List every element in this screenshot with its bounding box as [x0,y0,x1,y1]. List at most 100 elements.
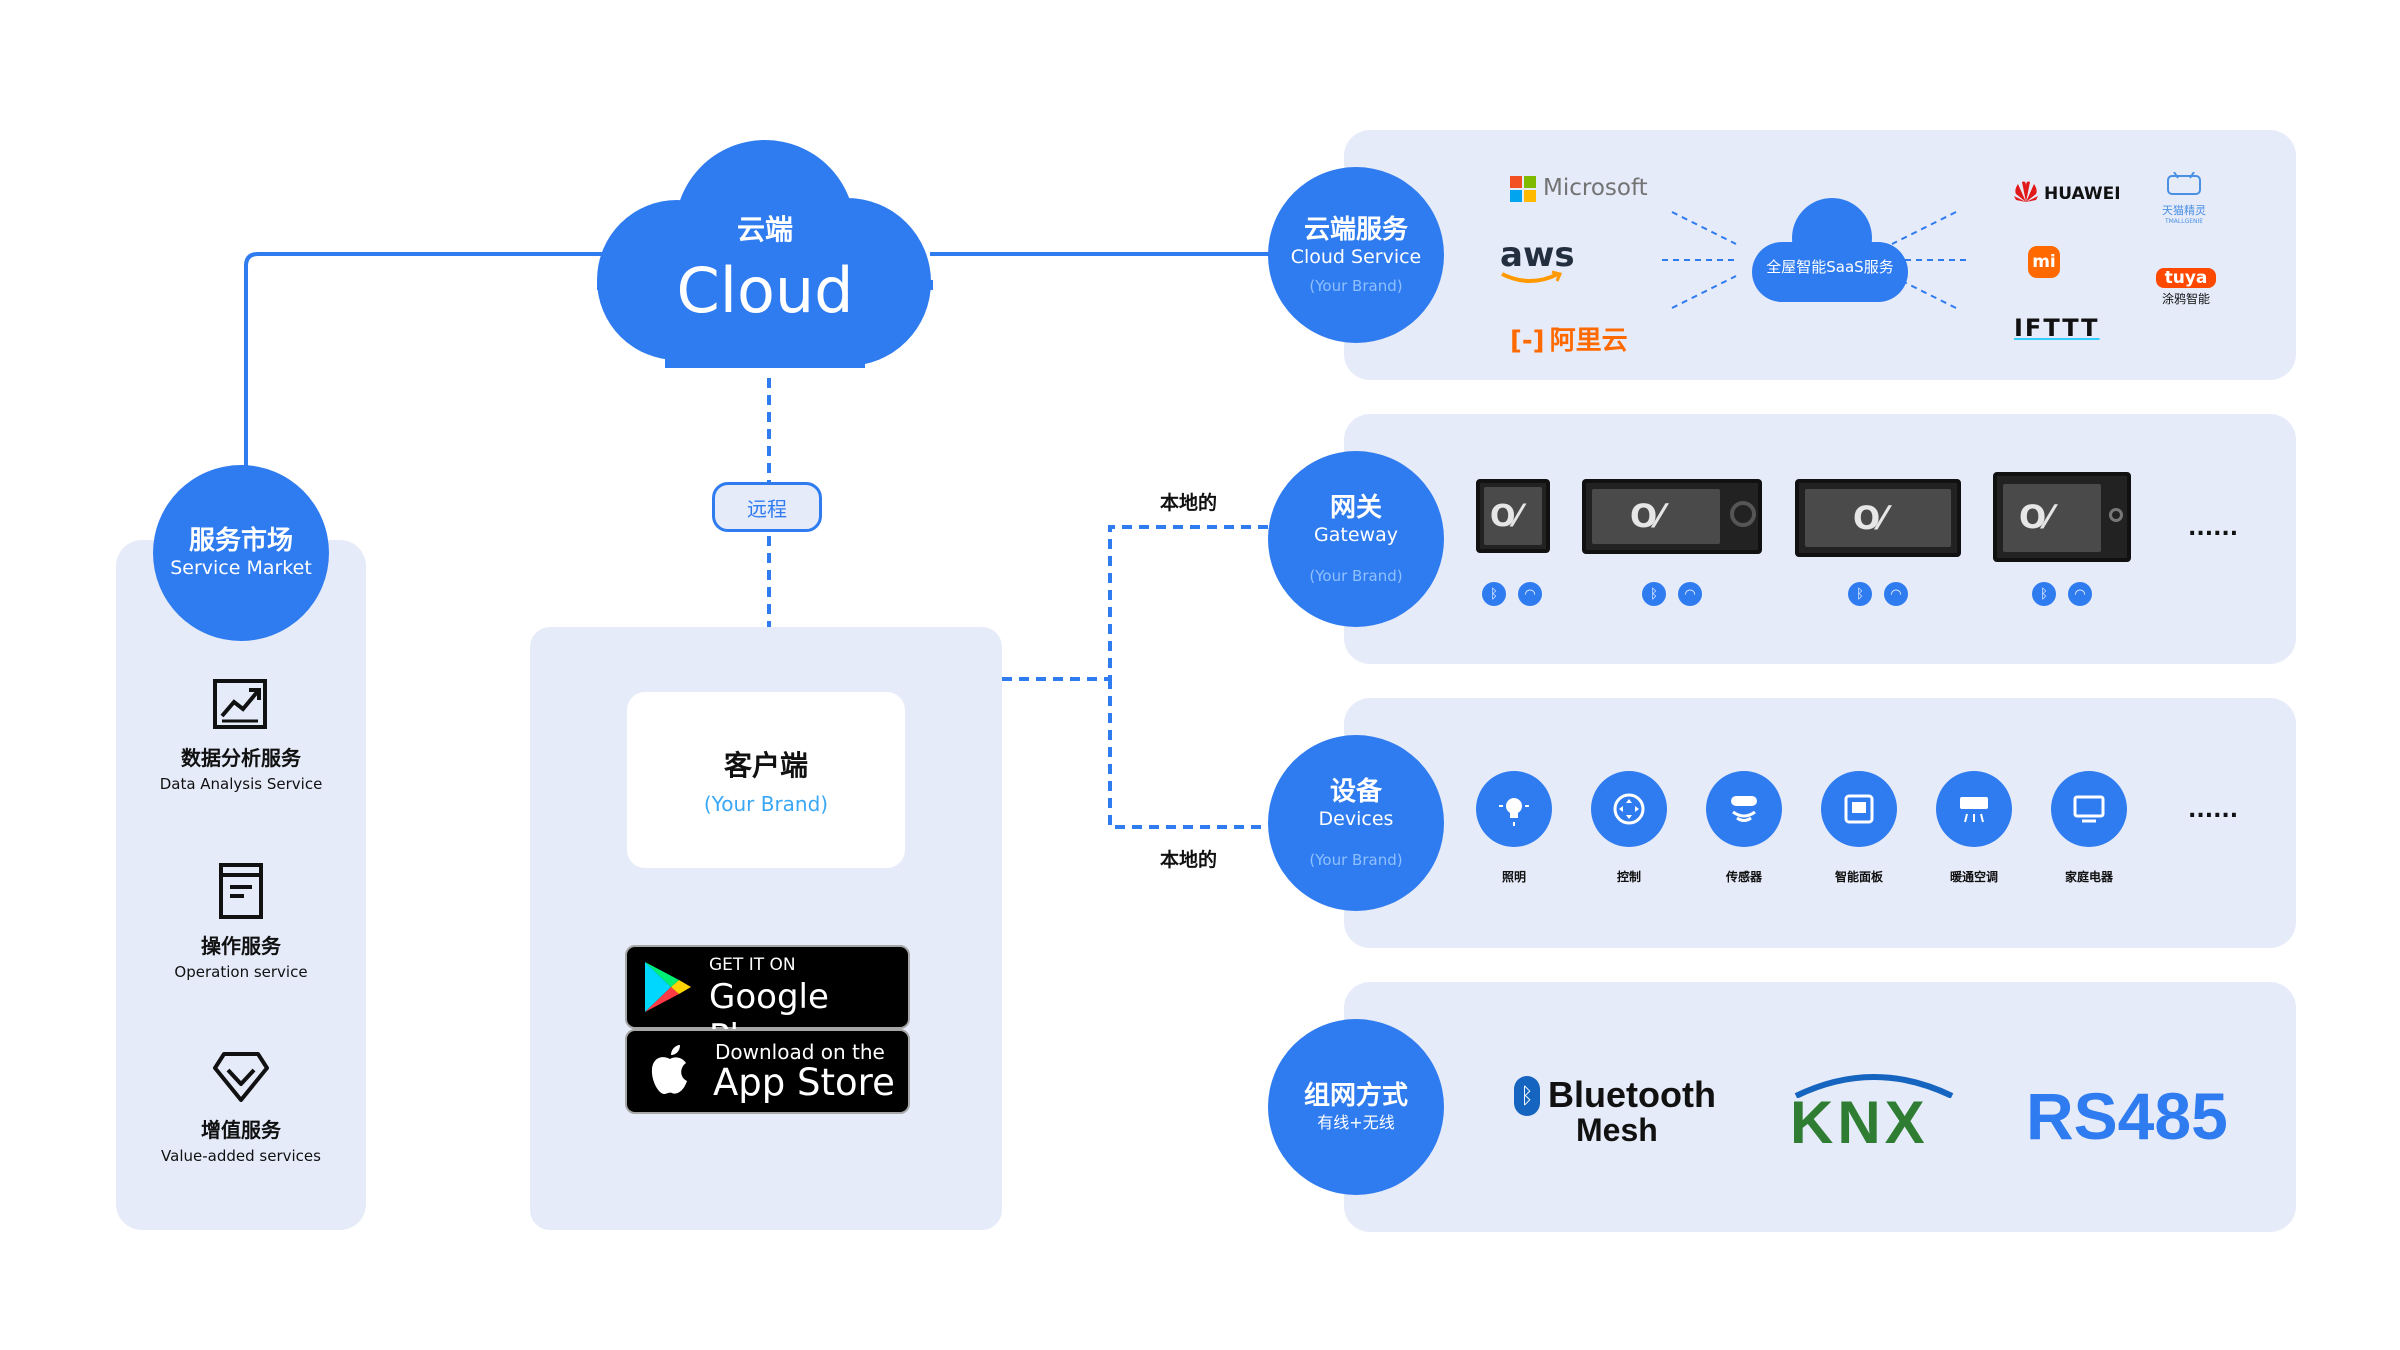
client-card[interactable]: 客户端 (Your Brand) [627,692,905,868]
aliyun-text: 阿里云 [1549,326,1628,356]
network-title: 组网方式 [1303,1081,1408,1112]
document-icon [219,863,263,919]
device-label: 家庭电器 [2064,870,2113,884]
aws-logo: aws [1500,235,1575,283]
service-item-sublabel: Value-added services [161,1147,321,1165]
apple-icon [651,1045,687,1095]
local-label-bottom: 本地的 [1160,849,1218,871]
cloud-service-title: 云端服务 [1303,214,1408,245]
gateway-more: ...... [2188,516,2239,541]
tuya-subtext: 涂鸦智能 [2161,292,2210,306]
service-item-label: 操作服务 [201,934,281,958]
device-label: 智能面板 [1834,870,1883,884]
bluetooth-icon: ᛒ [1642,582,1666,606]
bluetooth-mesh-logo: ᛒ Bluetooth Mesh [1512,1070,1716,1150]
tmall-subtext: TMALLGENIE [2164,218,2204,225]
local-label-top: 本地的 [1160,492,1218,514]
bulb-icon [1499,798,1529,826]
google-play-small: GET IT ON [709,955,796,975]
wifi-icon: ◠ [2068,582,2092,606]
devices-title: 设备 [1329,776,1382,807]
knx-logo: KNX [1786,1068,1962,1158]
service-market-circle[interactable]: 服务市场 Service Market [153,465,329,641]
device-lighting[interactable] [1476,771,1552,847]
aircon-icon [1960,797,1988,823]
network-circle[interactable]: 组网方式 有线+无线 [1268,1019,1444,1195]
aliyun-logo: [-] 阿里云 [1510,320,1628,357]
device-label: 暖通空调 [1949,870,1998,884]
gateway-subtitle: Gateway [1314,523,1398,546]
bluetooth-icon: ᛒ [1848,582,1872,606]
device-hvac[interactable] [1936,771,2012,847]
gateway-device-3[interactable]: O⁄ [1795,479,1961,557]
client-title: 客户端 [723,749,808,782]
device-sensor[interactable] [1706,771,1782,847]
saas-label: 全屋智能SaaS服务 [1766,258,1894,276]
gateway-symbol: O⁄ [1853,499,1886,537]
device-appliance[interactable] [2051,771,2127,847]
aws-smile-icon [1501,270,1563,283]
service-item-value-added[interactable]: 增值服务 Value-added services [116,1050,366,1165]
mi-text: mi [2032,252,2056,272]
diamond-icon [213,1052,269,1102]
tmall-genie-icon [2167,171,2201,195]
bluetooth-icon: ᛒ [2032,582,2056,606]
gateway-device-2[interactable]: O⁄ [1582,479,1762,554]
mesh-text: Mesh [1576,1112,1658,1148]
client-brand: (Your Brand) [703,792,829,816]
devices-subtitle: Devices [1318,807,1394,830]
bluetooth-icon: ᛒ [1482,582,1506,606]
aws-text: aws [1500,235,1575,275]
microsoft-text: Microsoft [1543,175,1648,201]
knx-text: KNX [1790,1089,1929,1156]
cloud-service-brand: (Your Brand) [1309,277,1403,296]
bluetooth-text: Bluetooth [1548,1074,1716,1115]
devices-circle[interactable]: 设备 Devices (Your Brand) [1268,735,1444,911]
aliyun-mark-icon: [-] [1510,326,1545,356]
app-store-small: Download on the [715,1040,885,1064]
network-subtitle: 有线+无线 [1317,1112,1395,1132]
device-label: 控制 [1616,870,1641,884]
knx-arc-icon [1794,1074,1954,1099]
huawei-logo: HUAWEI [2012,180,2121,208]
chart-icon [213,679,267,729]
tmall-text: 天猫精灵 [2162,204,2206,217]
service-item-sublabel: Operation service [174,963,308,981]
app-store-button[interactable]: Download on the App Store [625,1029,910,1114]
service-market-title: 服务市场 [188,525,293,556]
gateway-circle[interactable]: 网关 Gateway (Your Brand) [1268,451,1444,627]
gateway-brand: (Your Brand) [1309,567,1403,586]
service-item-data-analysis[interactable]: 数据分析服务 Data Analysis Service [116,678,366,793]
huawei-text: HUAWEI [2044,184,2121,204]
gateway-device-1[interactable]: O⁄ [1476,479,1550,553]
network-panel [1344,982,2296,1232]
cloud-service-circle[interactable]: 云端服务 Cloud Service (Your Brand) [1268,167,1444,343]
service-item-sublabel: Data Analysis Service [159,775,323,793]
mi-logo: mi [2028,246,2060,278]
device-label: 传感器 [1725,870,1762,884]
saas-cloud-shape[interactable] [1748,194,1912,306]
cloud-service-subtitle: Cloud Service [1290,245,1422,268]
control-icon [1613,793,1645,825]
huawei-flower-icon [2014,181,2038,202]
bluetooth-logo-icon: ᛒ [1514,1076,1540,1116]
google-play-button[interactable]: GET IT ON Google Play [625,945,910,1057]
cloud-title-en: Cloud [676,254,854,327]
gateway-symbol: O⁄ [2019,498,2052,536]
cloud-title-cn: 云端 [736,213,793,246]
wifi-icon: ◠ [1678,582,1702,606]
devices-brand: (Your Brand) [1309,851,1403,870]
tuya-text: tuya [2156,268,2216,288]
remote-label: 远程 [712,482,822,532]
device-control[interactable] [1591,771,1667,847]
cloud-shape[interactable] [585,132,945,380]
service-item-label: 数据分析服务 [181,746,301,770]
device-panel[interactable] [1821,771,1897,847]
wifi-icon: ◠ [1884,582,1908,606]
tmall-logo: 天猫精灵 TMALLGENIE [2156,171,2212,225]
gateway-device-4[interactable]: O⁄ [1993,472,2131,562]
gateway-symbol: O⁄ [1630,497,1663,535]
devices-more: ...... [2188,798,2239,823]
service-item-operation[interactable]: 操作服务 Operation service [116,862,366,981]
